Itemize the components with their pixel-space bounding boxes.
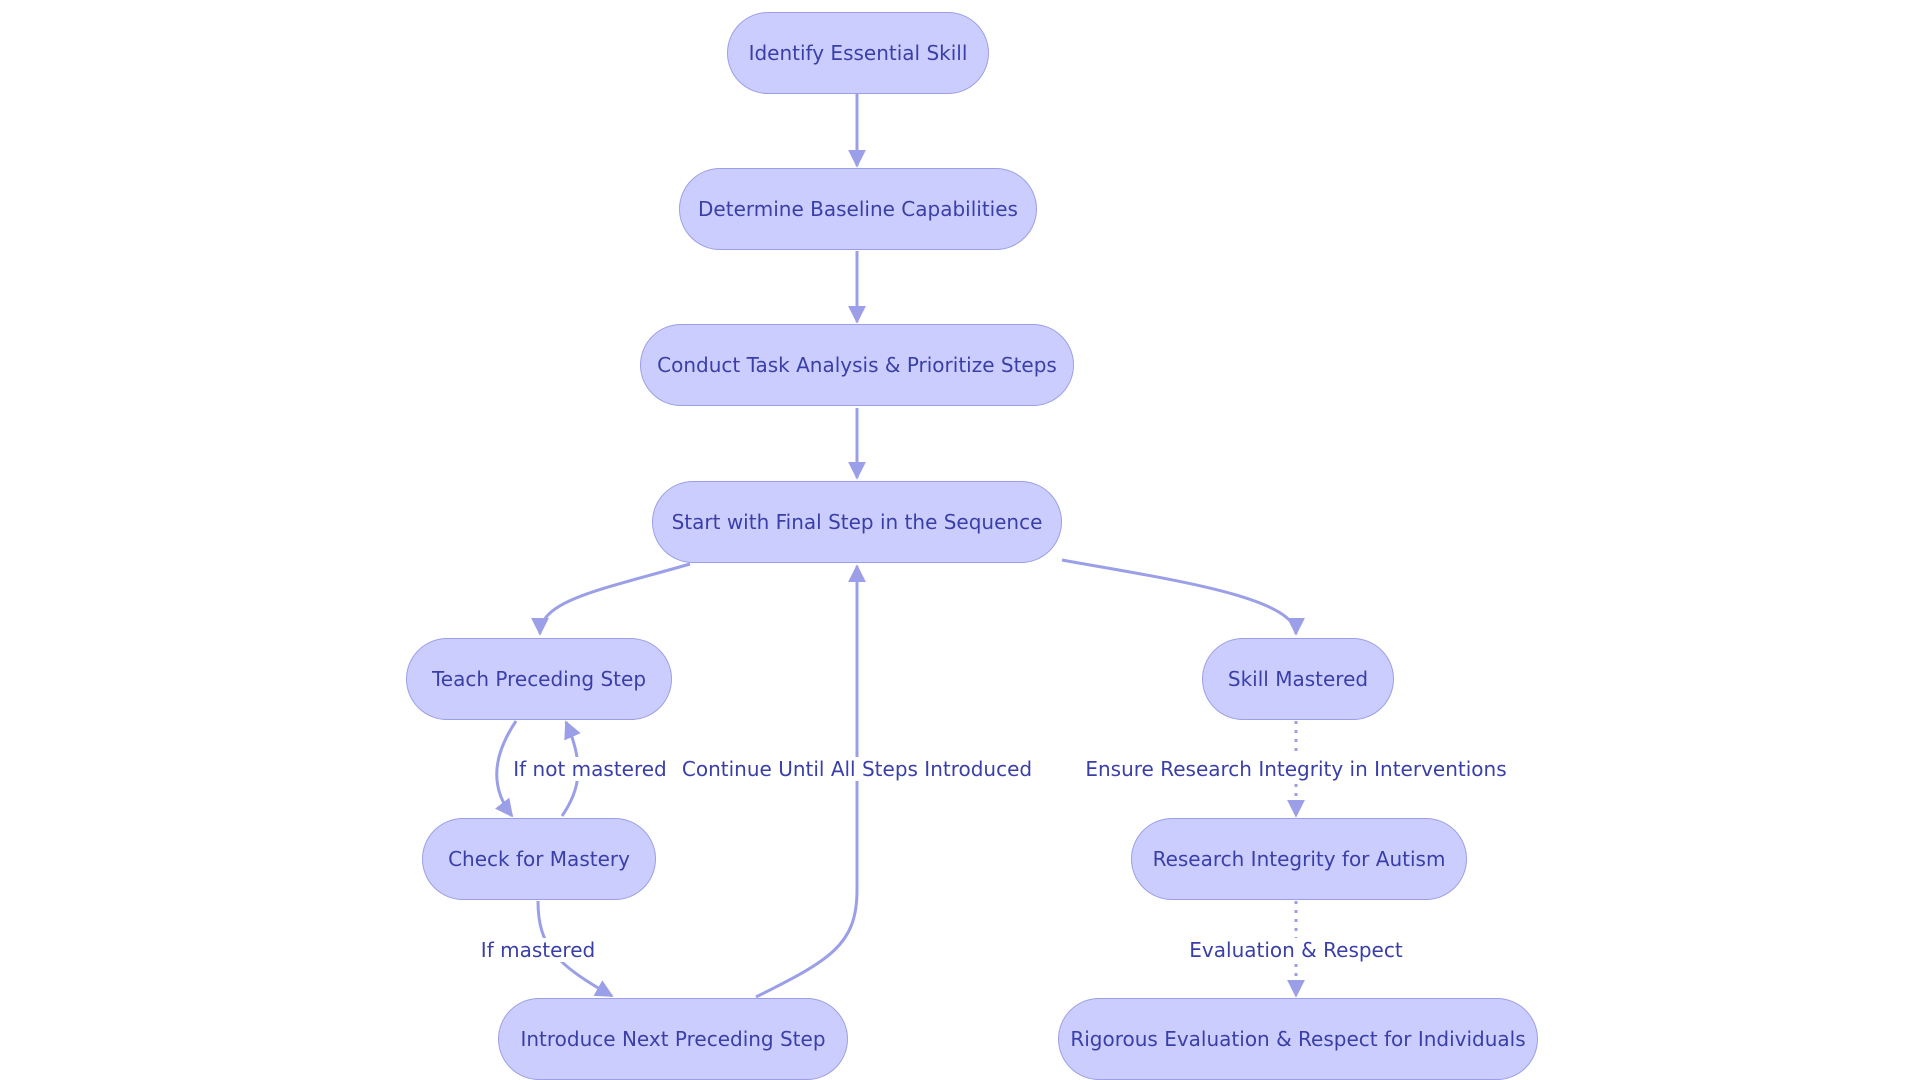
- edge-label-if-mastered: If mastered: [478, 938, 598, 962]
- node-determine-baseline[interactable]: Determine Baseline Capabilities: [679, 168, 1037, 250]
- node-introduce-next-step[interactable]: Introduce Next Preceding Step: [498, 998, 848, 1080]
- node-research-integrity[interactable]: Research Integrity for Autism: [1131, 818, 1467, 900]
- edge-label-evaluation-respect: Evaluation & Respect: [1187, 938, 1405, 962]
- node-skill-mastered[interactable]: Skill Mastered: [1202, 638, 1394, 720]
- node-check-for-mastery[interactable]: Check for Mastery: [422, 818, 656, 900]
- edge-label-continue: Continue Until All Steps Introduced: [679, 757, 1035, 781]
- node-teach-preceding-step[interactable]: Teach Preceding Step: [406, 638, 672, 720]
- edge-teach-to-check: [494, 720, 518, 818]
- edge-final-step-to-teach: [531, 562, 691, 636]
- node-identify-essential-skill[interactable]: Identify Essential Skill: [727, 12, 989, 94]
- edge-introduce-to-final-step: [755, 564, 866, 999]
- node-rigorous-evaluation[interactable]: Rigorous Evaluation & Respect for Indivi…: [1058, 998, 1538, 1080]
- node-task-analysis[interactable]: Conduct Task Analysis & Prioritize Steps: [640, 324, 1074, 406]
- edge-label-ensure-integrity: Ensure Research Integrity in Interventio…: [1083, 757, 1509, 781]
- edge-final-step-to-mastered: [1061, 558, 1305, 636]
- node-final-step[interactable]: Start with Final Step in the Sequence: [652, 481, 1062, 563]
- edge-label-if-not-mastered: If not mastered: [511, 757, 669, 781]
